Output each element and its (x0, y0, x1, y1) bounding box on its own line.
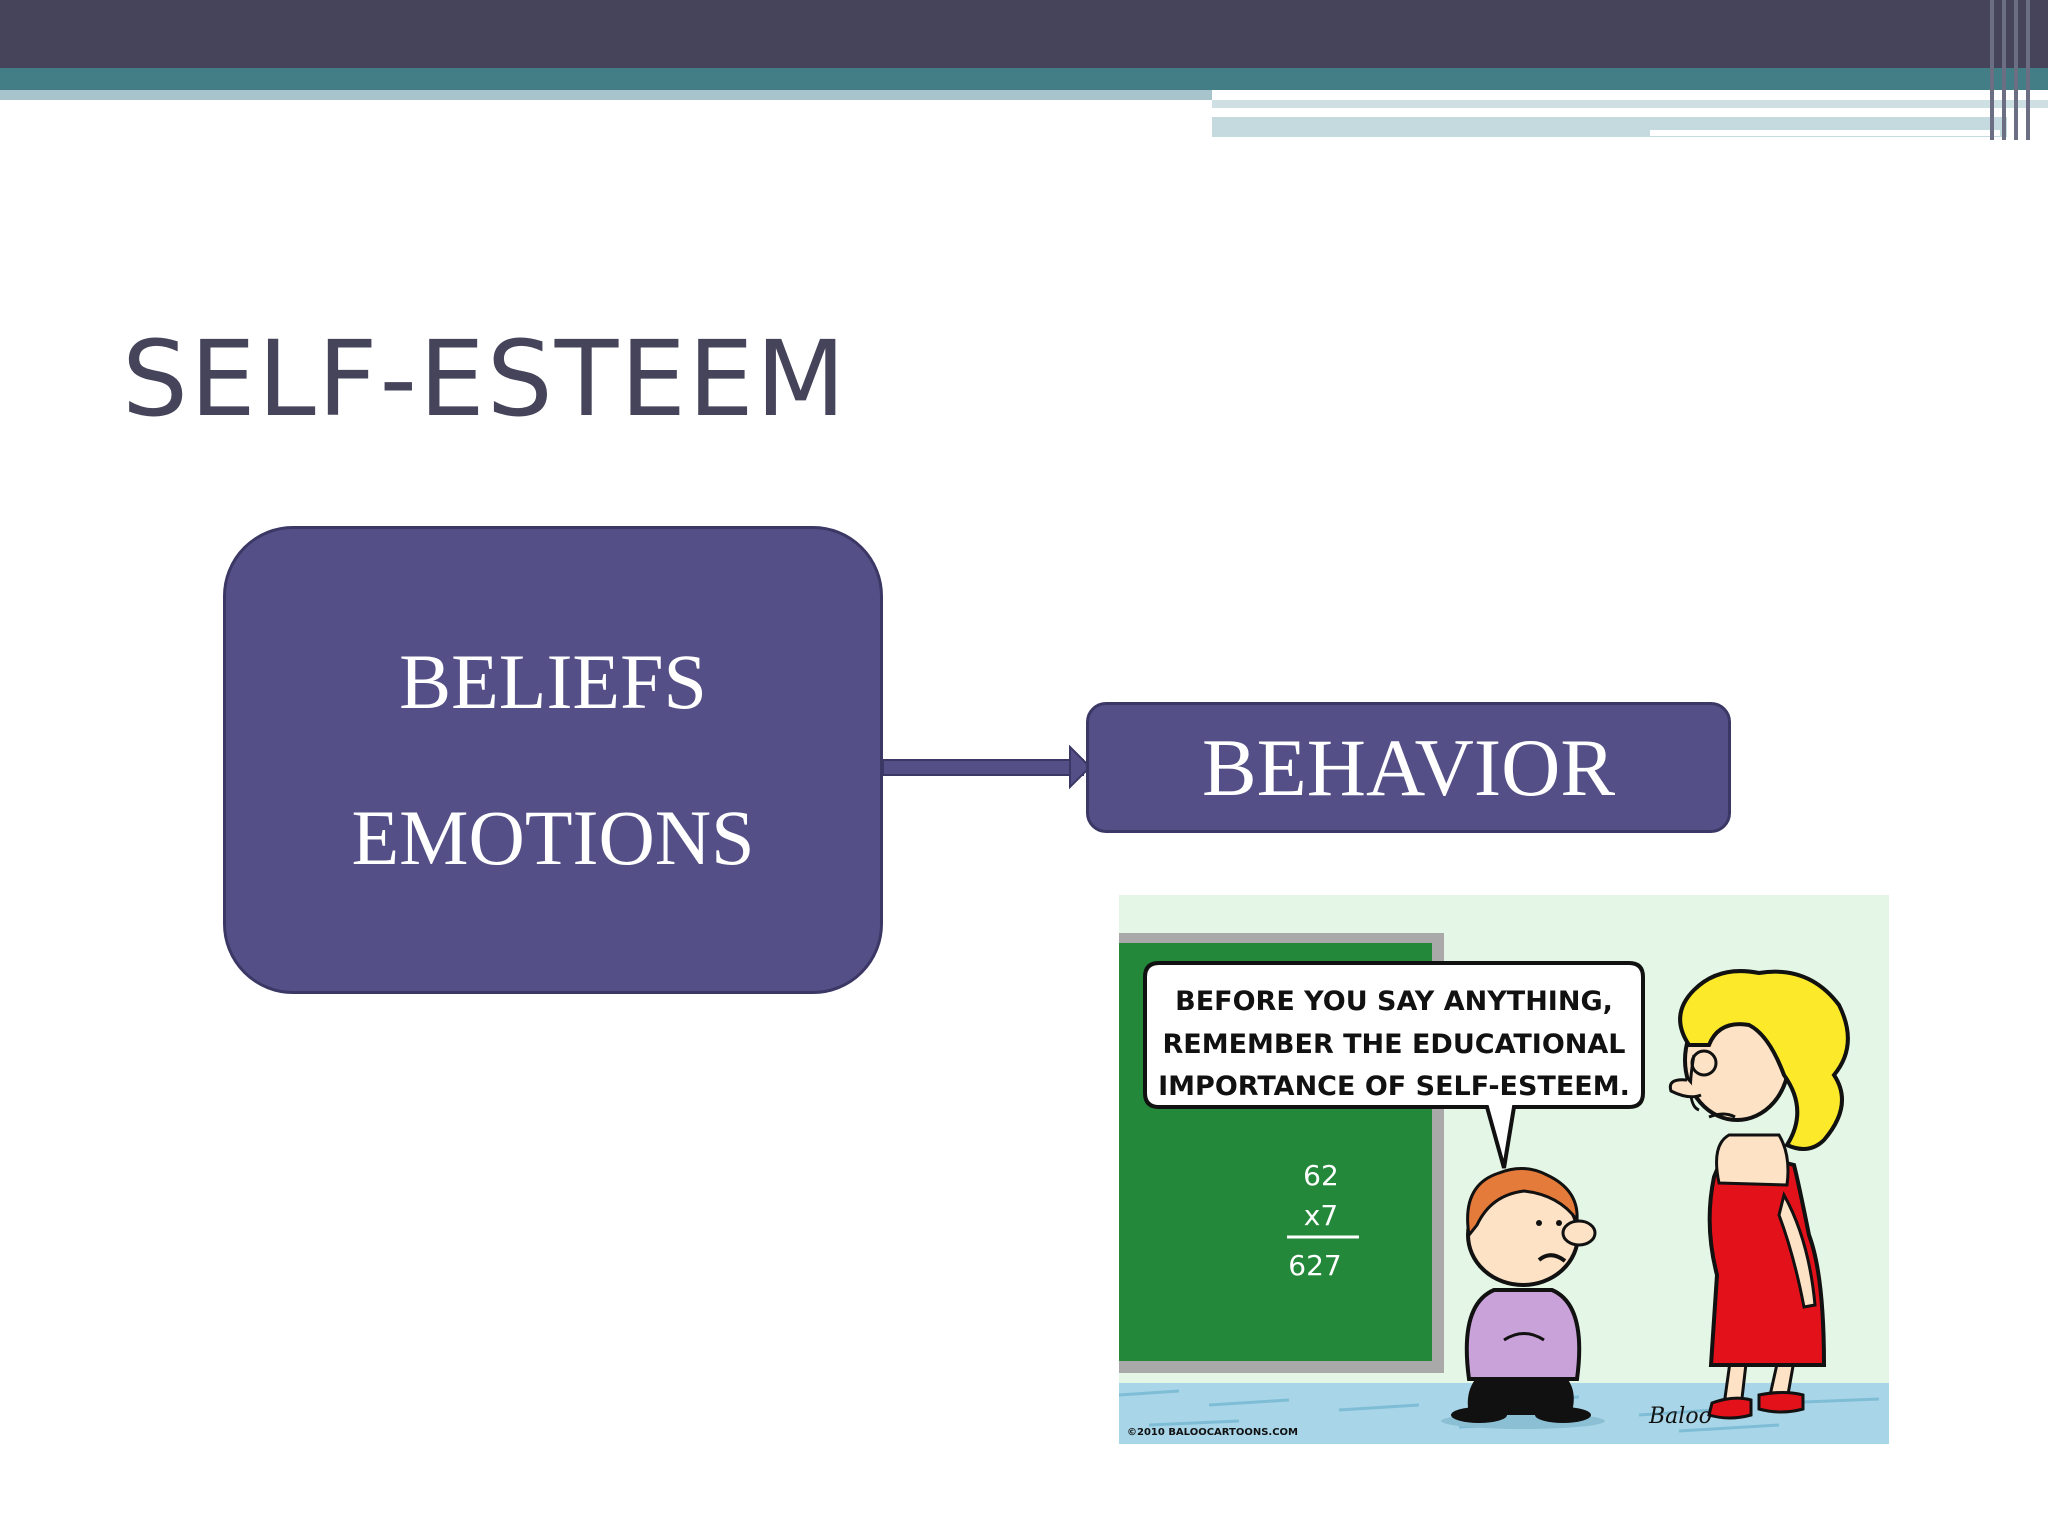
header-accent-band (0, 68, 2048, 90)
header-edge-line (2014, 0, 2018, 140)
board-number-mult: x7 (1304, 1199, 1338, 1232)
board-number-top: 62 (1303, 1159, 1339, 1192)
speech-line-2: REMEMBER THE EDUCATIONAL (1163, 1029, 1626, 1060)
behavior-box: BEHAVIOR (1086, 702, 1731, 833)
header-edge-line (1990, 0, 1994, 140)
teacher-figure (1668, 969, 1850, 1420)
header-divider-2 (1650, 130, 2000, 136)
slide-title: SELF-ESTEEM (122, 318, 848, 440)
speech-line-3: IMPORTANCE OF SELF-ESTEEM. (1158, 1071, 1630, 1102)
emotions-label: EMOTIONS (351, 794, 755, 881)
header-divider (1212, 112, 1897, 116)
header-bar (0, 0, 2048, 68)
beliefs-emotions-box: BELIEFS EMOTIONS (223, 526, 883, 994)
header-light-band (0, 90, 1212, 100)
speech-line-1: BEFORE YOU SAY ANYTHING, (1175, 986, 1613, 1017)
cartoon-signature: Baloo (1648, 1404, 1712, 1429)
header-edge-line (2026, 0, 2030, 140)
header-edge-line (2002, 0, 2006, 140)
student-figure (1441, 1167, 1605, 1429)
board-number-result: 627 (1288, 1249, 1341, 1282)
cartoon-copyright: ©2010 BALOOCARTOONS.COM (1127, 1427, 1298, 1438)
beliefs-label: BELIEFS (399, 638, 707, 725)
header-light-band-2 (1212, 100, 2048, 108)
behavior-label: BEHAVIOR (1201, 721, 1616, 813)
self-esteem-cartoon: 62 x7 627 BEFORE YOU SAY ANYTHING, REMEM… (1119, 895, 1889, 1444)
